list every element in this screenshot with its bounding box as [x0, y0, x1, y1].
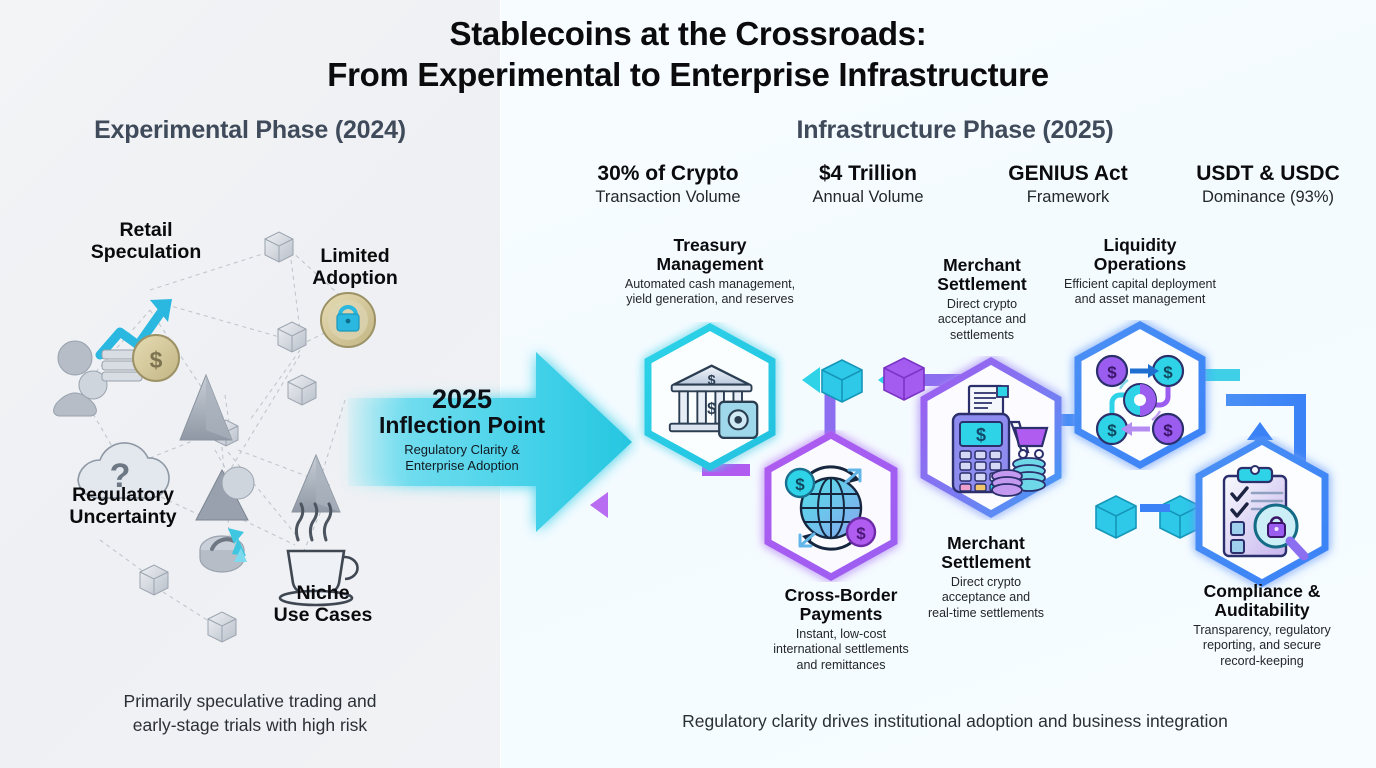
stat-label: Transaction Volume: [595, 188, 741, 207]
stat-item-dominance: USDT & USDC Dominance (93%): [1168, 162, 1368, 208]
node-liquidity-operations[interactable]: $ $ $ $: [1062, 320, 1218, 470]
right-panel-caption: Regulatory clarity drives institutional …: [682, 711, 1228, 731]
svg-text:$: $: [707, 400, 716, 418]
node-cross-border-payments[interactable]: $ $: [752, 430, 910, 582]
svg-text:$: $: [1107, 363, 1117, 382]
lock-coin-icon: [320, 292, 376, 348]
svg-text:$: $: [150, 347, 163, 373]
blockchain-cube-icon: [821, 357, 1216, 539]
stat-value: $4 Trillion: [818, 162, 918, 185]
page-title: Stablecoins at the Crossroads: From Expe…: [0, 14, 1376, 96]
stats-row: 30% of Crypto Transaction Volume $4 Tril…: [568, 162, 1368, 208]
svg-text:$: $: [976, 425, 986, 445]
stat-value: 30% of Crypto: [597, 162, 739, 185]
node-treasury-management[interactable]: $ $: [632, 322, 788, 472]
svg-text:$: $: [708, 373, 716, 389]
title-line-1: Stablecoins at the Crossroads:: [449, 15, 927, 52]
svg-text:$: $: [1163, 421, 1173, 440]
decorative-pyramid: [179, 373, 341, 521]
stat-value: GENIUS Act: [1008, 162, 1128, 185]
stat-item-crypto-share: 30% of Crypto Transaction Volume: [568, 162, 768, 208]
stat-label: Dominance (93%): [1201, 188, 1335, 207]
coffee-cup-icon: [278, 502, 359, 607]
svg-text:$: $: [795, 475, 805, 494]
left-cluster-graphic: ? $: [53, 231, 376, 643]
decorative-figure: [53, 340, 108, 417]
svg-text:$: $: [856, 524, 866, 543]
chart-up-coin-icon: $: [95, 299, 180, 382]
svg-text:?: ?: [110, 457, 131, 495]
stat-item-annual-volume: $4 Trillion Annual Volume: [768, 162, 968, 208]
svg-text:$: $: [1107, 421, 1117, 440]
flow-connectors: [590, 357, 1306, 539]
swap-icon: [199, 528, 247, 573]
svg-text:$: $: [1163, 363, 1173, 382]
title-line-2: From Experimental to Enterprise Infrastr…: [327, 55, 1049, 93]
decorative-cube: [139, 231, 317, 643]
left-phase-heading: Experimental Phase (2024): [94, 116, 406, 144]
inflection-arrow: [348, 352, 632, 532]
node-merchant-settlement[interactable]: $: [908, 356, 1074, 520]
node-label-compliance-auditability: Compliance &Auditability Transparency, r…: [1193, 581, 1331, 668]
node-compliance-auditability[interactable]: [1182, 436, 1342, 588]
stat-label: Annual Volume: [812, 188, 924, 207]
right-phase-heading: Infrastructure Phase (2025): [796, 116, 1114, 144]
stat-item-genius-act: GENIUS Act Framework: [968, 162, 1168, 208]
cloud-question-icon: ?: [77, 442, 170, 499]
stat-value: USDT & USDC: [1196, 162, 1340, 185]
stat-label: Framework: [1026, 188, 1110, 207]
